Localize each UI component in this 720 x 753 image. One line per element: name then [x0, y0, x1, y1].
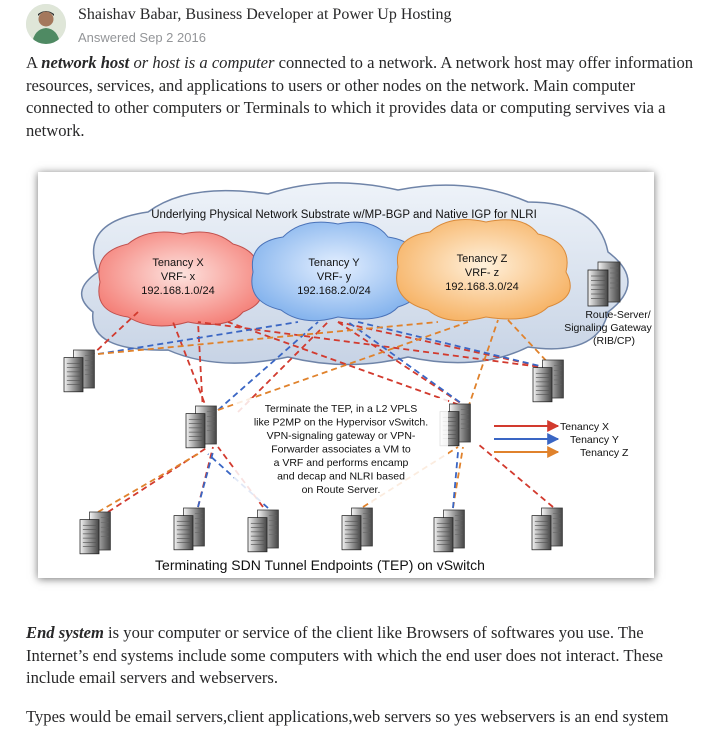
legend-label: Tenancy Z — [580, 447, 629, 459]
tep-note-line: and decap and NLRI based — [277, 471, 405, 483]
types-paragraph: Types would be email servers,client appl… — [26, 707, 669, 726]
tep-note-line: on Route Server. — [302, 484, 381, 496]
tenancy-y-label: Tenancy Y VRF- y 192.168.2.0/24 — [297, 257, 370, 297]
avatar[interactable] — [26, 4, 66, 44]
route-server-line-2: Signaling Gateway — [564, 322, 652, 334]
tep-note-line: like P2MP on the Hypervisor vSwitch. — [254, 417, 428, 429]
tep-note-line: VPN-signaling gateway or VPN- — [267, 430, 416, 442]
intro-italic: or host is a computer — [129, 53, 275, 72]
diagram-footer: Terminating SDN Tunnel Endpoints (TEP) o… — [155, 557, 485, 573]
vswitch-left — [185, 405, 217, 449]
tep-server-3 — [247, 509, 279, 553]
route-server-icon — [587, 261, 621, 307]
intro-paragraph: A network host or host is a computer con… — [26, 52, 706, 142]
tenancy-x-subnet: 192.168.1.0/24 — [141, 285, 214, 297]
tenancy-z-vrf: VRF- z — [465, 267, 499, 279]
tenancy-y-name: Tenancy Y — [308, 257, 360, 269]
answered-date[interactable]: Answered Sep 2 2016 — [78, 30, 206, 45]
end-system-rest: is your computer or service of the clien… — [26, 623, 664, 688]
intro-rest: connected to a network. A network host m… — [26, 53, 694, 140]
tep-server-5 — [433, 509, 465, 553]
tep-server-1 — [79, 511, 111, 555]
tep-note-line: Forwarder associates a VM to — [271, 444, 411, 456]
end-system-term: End system — [26, 623, 104, 642]
end-system-paragraph: End system is your computer or service o… — [26, 622, 706, 690]
tenancy-z-subnet: 192.168.3.0/24 — [445, 281, 518, 293]
tunnel-links — [89, 311, 554, 513]
tep-note-line: Terminate the TEP, in a L2 VPLS — [265, 403, 418, 415]
tep-server-2 — [173, 507, 205, 551]
tenancy-y-vrf: VRF- y — [317, 271, 352, 283]
tenancy-z-name: Tenancy Z — [457, 253, 508, 265]
legend-label: Tenancy X — [560, 421, 609, 433]
tep-server-6 — [531, 507, 563, 551]
intro-pre: A — [26, 53, 42, 72]
tenancy-y-subnet: 192.168.2.0/24 — [297, 285, 370, 297]
route-server-line-1: Route-Server/ — [585, 309, 650, 321]
legend-label: Tenancy Y — [570, 434, 619, 446]
tep-server-4 — [341, 507, 373, 551]
tenancy-x-name: Tenancy X — [152, 257, 204, 269]
network-host-term: network host — [41, 53, 130, 72]
tenancy-x-label: Tenancy X VRF- x 192.168.1.0/24 — [141, 257, 214, 297]
author-name[interactable]: Shaishav Babar, Business Developer at Po… — [78, 6, 452, 23]
server-right — [532, 359, 564, 403]
server-group — [63, 261, 621, 555]
tenancy-z-label: Tenancy Z VRF- z 192.168.3.0/24 — [445, 253, 518, 293]
tep-note-line: a VRF and performs encamp — [274, 457, 409, 469]
tenancy-x-vrf: VRF- x — [161, 271, 196, 283]
route-server-line-3: (RIB/CP) — [593, 335, 635, 347]
answer-header: Shaishav Babar, Business Developer at Po… — [26, 4, 706, 50]
substrate-title: Underlying Physical Network Substrate w/… — [151, 209, 537, 221]
tenancy-z-cloud — [396, 219, 571, 322]
tep-note: Terminate the TEP, in a L2 VPLS like P2MP… — [234, 398, 448, 502]
route-server-label: Route-Server/ Signaling Gateway (RIB/CP) — [564, 309, 652, 347]
server-left — [63, 349, 95, 393]
network-diagram: Underlying Physical Network Substrate w/… — [38, 172, 654, 578]
